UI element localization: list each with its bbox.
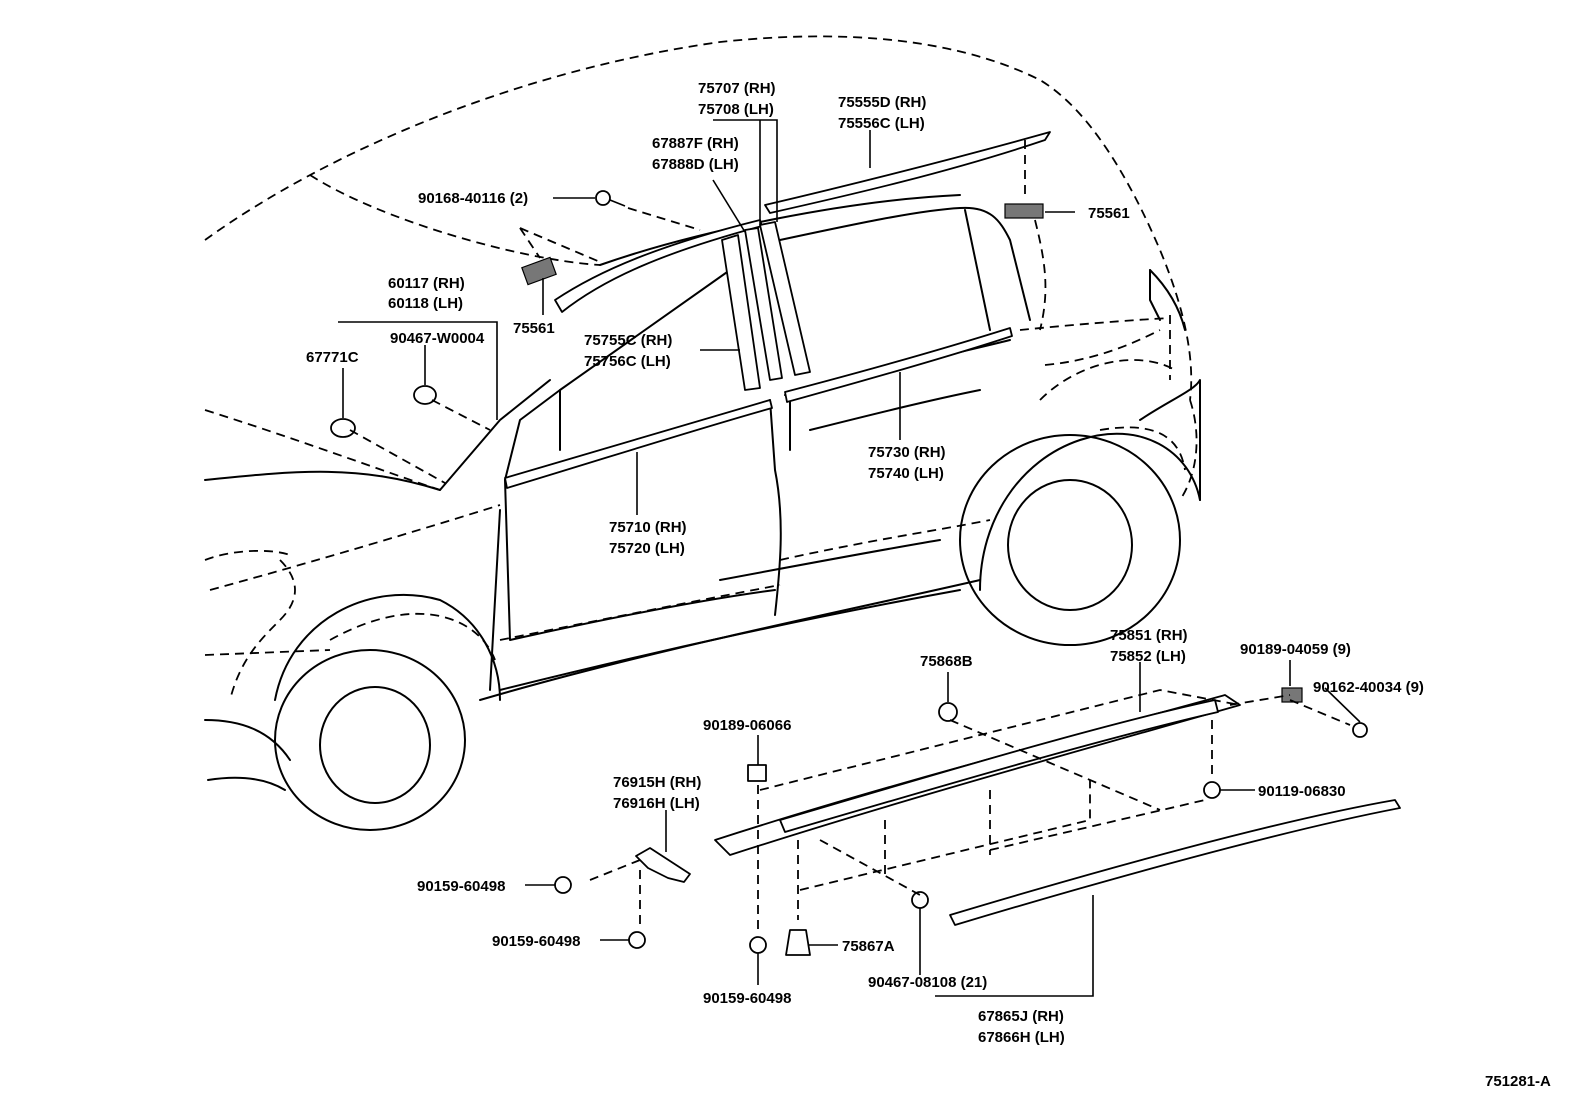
label-76916h: 76916H (LH) — [613, 795, 700, 812]
roof-clip-right[interactable] — [1004, 203, 1044, 219]
assembly-lines — [349, 140, 1351, 930]
front-door-belt-moulding[interactable] — [504, 399, 773, 489]
label-75755c: 75755C (RH) — [584, 332, 672, 349]
label-75710: 75710 (RH) — [609, 519, 687, 536]
roof-clip-left[interactable] — [521, 256, 557, 286]
leader-lines — [338, 119, 1361, 997]
rocker-panel-moulding[interactable] — [714, 694, 1241, 856]
side-step-strip[interactable] — [949, 799, 1401, 926]
diagram-id: 751281-A — [1485, 1073, 1551, 1090]
label-67887f: 67887F (RH) — [652, 135, 739, 152]
label-75720: 75720 (LH) — [609, 540, 685, 557]
label-75867a: 75867A — [842, 938, 895, 955]
clip-67771c[interactable] — [330, 418, 356, 438]
bolt-90119[interactable] — [1203, 781, 1221, 799]
label-60118: 60118 (LH) — [388, 295, 463, 312]
label-75868b: 75868B — [920, 653, 973, 670]
screw-90168[interactable] — [595, 190, 626, 207]
roof-drip-moulding-rear[interactable] — [764, 131, 1051, 214]
label-75708: 75708 (LH) — [698, 101, 774, 118]
label-67865j: 67865J (RH) — [978, 1008, 1064, 1025]
part-labels: 75707 (RH) 75708 (LH) 75555D (RH) 75556C… — [306, 80, 1551, 1090]
screw-90162[interactable] — [1352, 722, 1368, 738]
b-pillar-garnish[interactable] — [721, 221, 811, 391]
label-60117: 60117 (RH) — [388, 275, 465, 292]
label-90162: 90162-40034 (9) — [1313, 679, 1424, 696]
label-90467-08108: 90467-08108 (21) — [868, 974, 987, 991]
label-90159-b: 90159-60498 — [492, 933, 580, 950]
rocker-bracket[interactable] — [635, 847, 691, 883]
label-75707: 75707 (RH) — [698, 80, 776, 97]
bolt-90159-c[interactable] — [749, 936, 767, 954]
clip-90189-04059[interactable] — [1281, 687, 1303, 703]
label-90119: 90119-06830 — [1258, 783, 1346, 800]
label-75730: 75730 (RH) — [868, 444, 946, 461]
label-75851: 75851 (RH) — [1110, 627, 1188, 644]
label-75561-right: 75561 — [1088, 205, 1130, 222]
label-75561-left: 75561 — [513, 320, 555, 337]
label-67866h: 67866H (LH) — [978, 1029, 1065, 1046]
bolt-90159-b[interactable] — [628, 931, 646, 949]
rear-door-belt-moulding[interactable] — [784, 327, 1013, 403]
label-75555d: 75555D (RH) — [838, 94, 926, 111]
label-75556c: 75556C (LH) — [838, 115, 925, 132]
nut-90189-06066[interactable] — [747, 764, 767, 782]
vehicle-body — [204, 194, 1201, 831]
label-75756c: 75756C (LH) — [584, 353, 671, 370]
label-90189-06066: 90189-06066 — [703, 717, 791, 734]
label-90159-a: 90159-60498 — [417, 878, 505, 895]
bolt-90159-a[interactable] — [554, 876, 572, 894]
label-75740: 75740 (LH) — [868, 465, 944, 482]
clip-75867a[interactable] — [785, 929, 811, 956]
label-67771c: 67771C — [306, 349, 359, 366]
label-90467-w0004: 90467-W0004 — [390, 330, 485, 347]
label-76915h: 76915H (RH) — [613, 774, 701, 791]
clip-75868b[interactable] — [938, 702, 958, 722]
label-90189-04059: 90189-04059 (9) — [1240, 641, 1351, 658]
label-90159-c: 90159-60498 — [703, 990, 791, 1007]
label-67888d: 67888D (LH) — [652, 156, 739, 173]
label-90168: 90168-40116 (2) — [418, 190, 528, 207]
clip-90467-w0004[interactable] — [413, 385, 437, 405]
label-75852: 75852 (LH) — [1110, 648, 1186, 665]
